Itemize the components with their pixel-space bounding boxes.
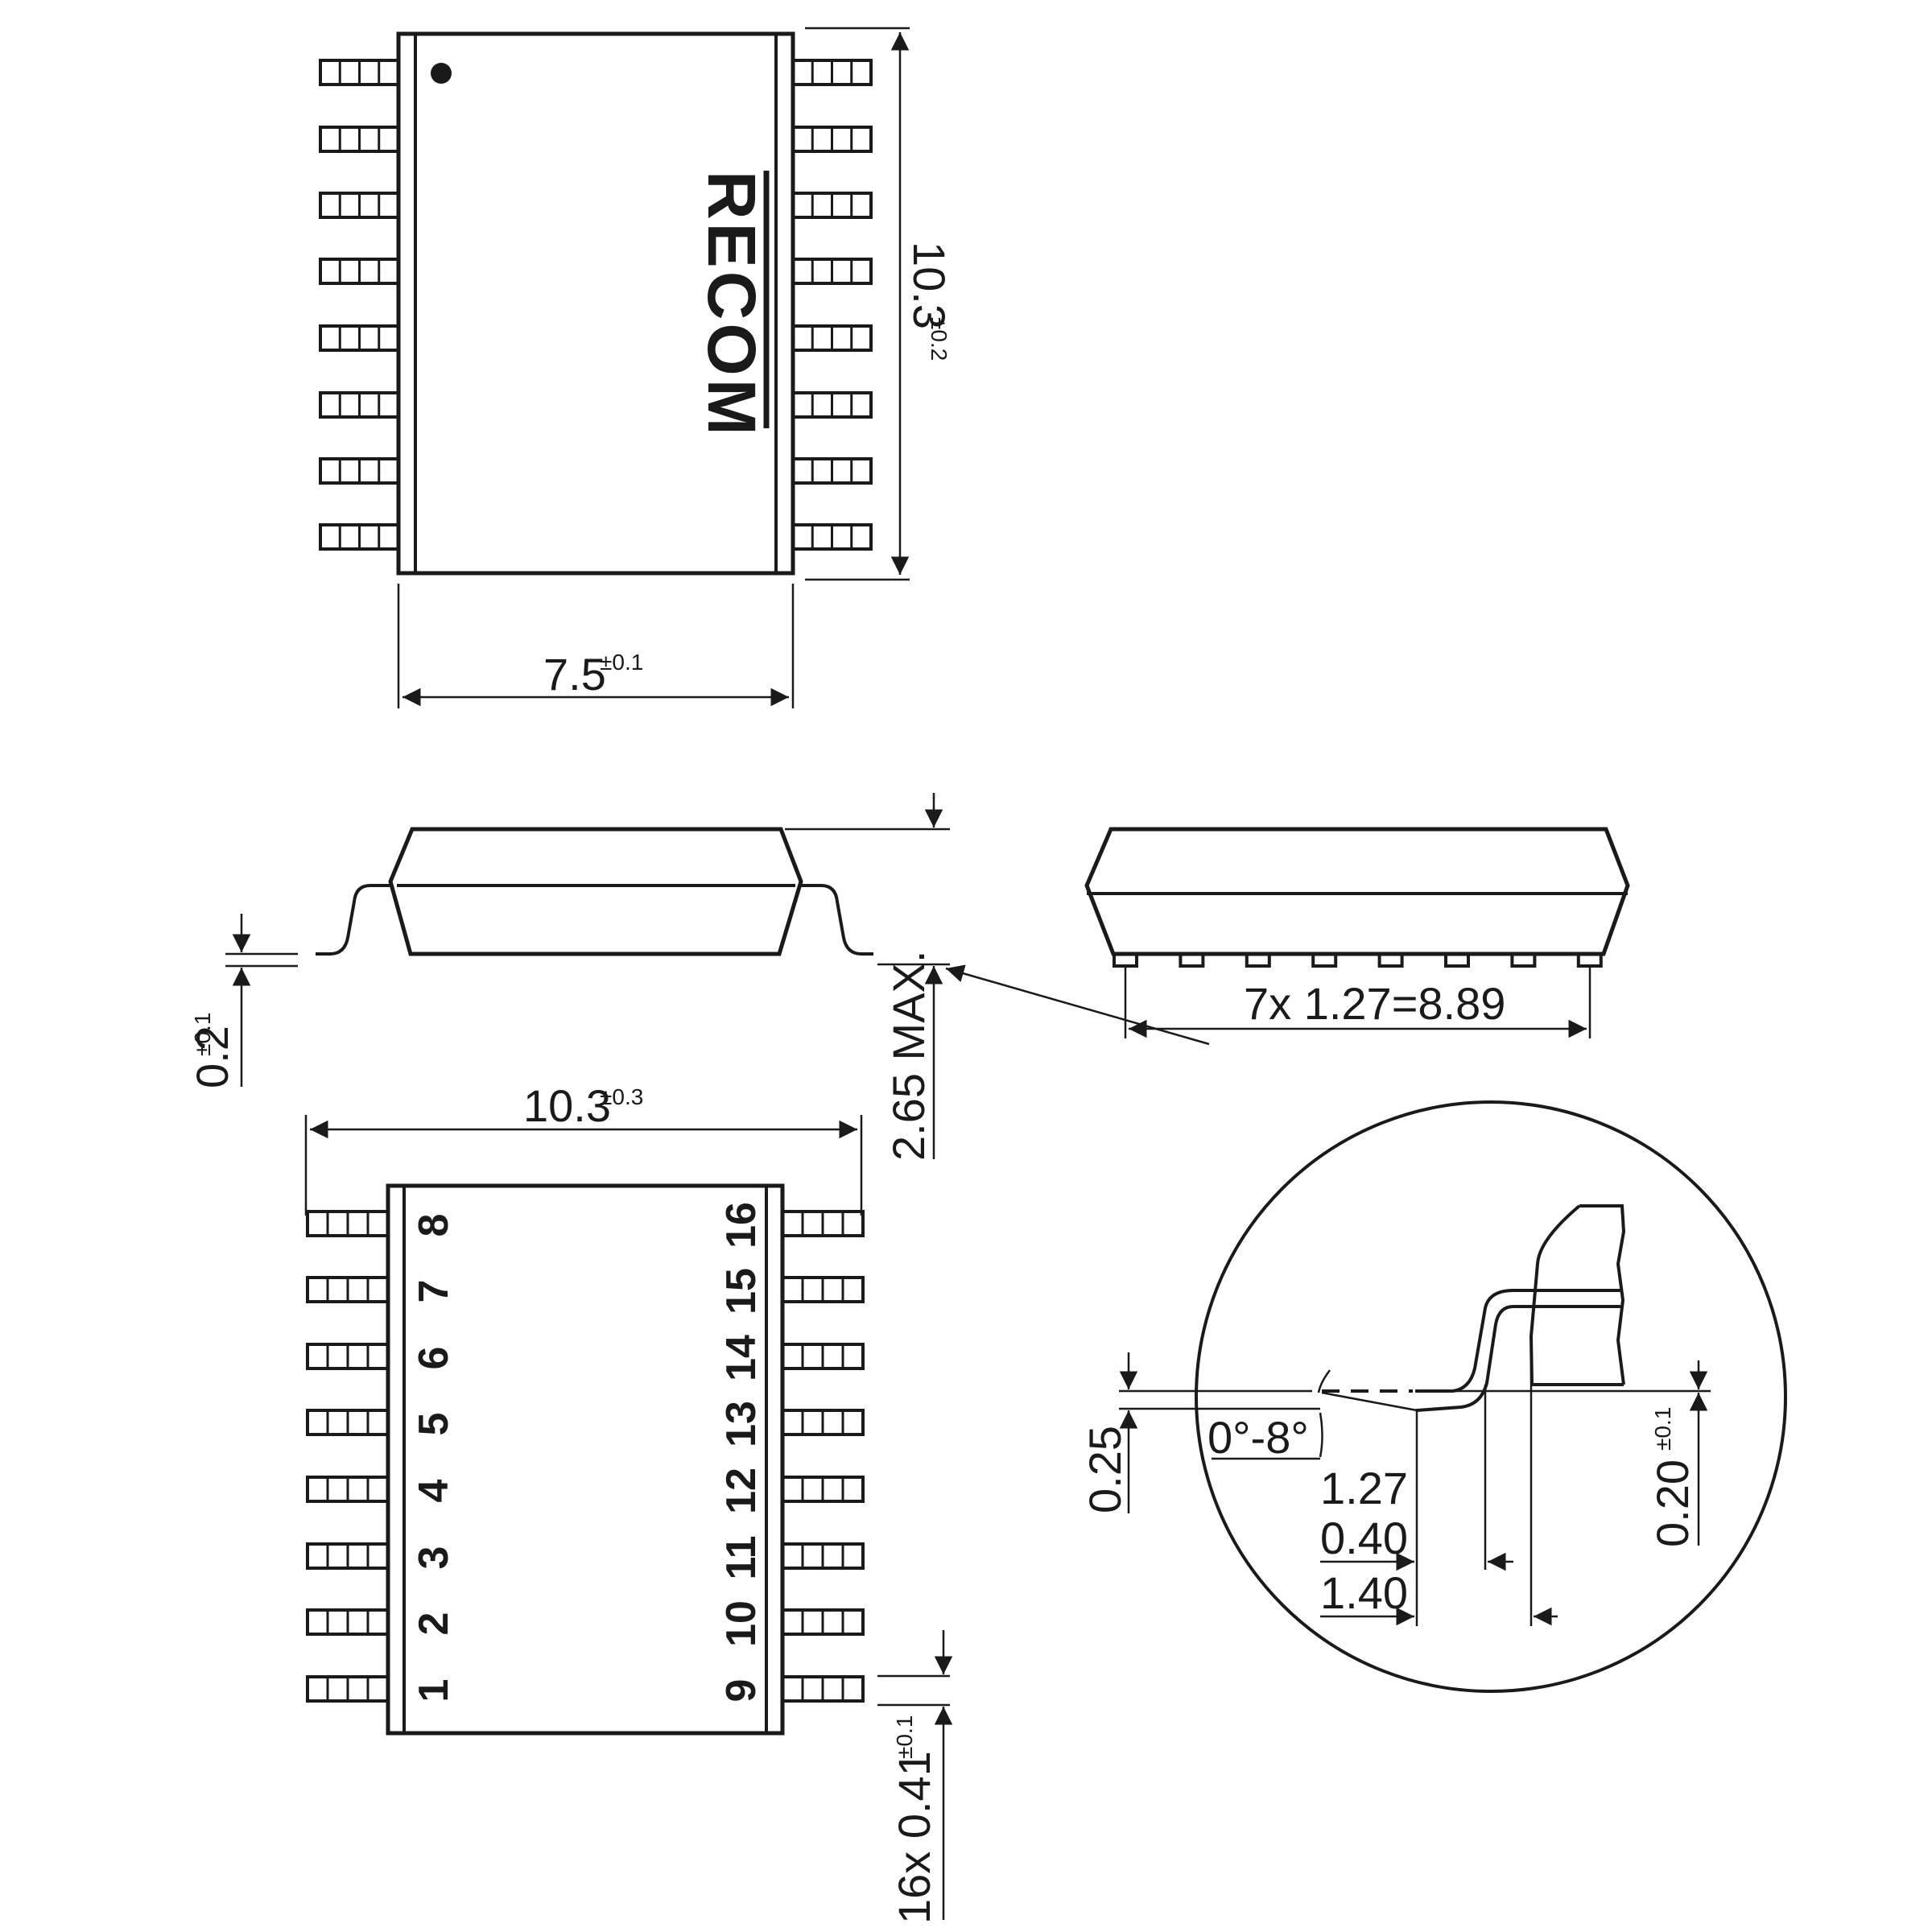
bottom-view: 8 7 6 5 4 3 2 1 16 15 14 13 12 11 10 9 10.3 ±0.3 16x 0.… — [304, 1080, 953, 1924]
pin-number-right: 9 — [718, 1679, 765, 1703]
bottom-right-pins — [781, 1210, 865, 1703]
pin-number-right: 15 — [718, 1268, 765, 1315]
detail-leader-arrow — [945, 964, 1210, 1046]
span-tol: ±0.3 — [600, 1084, 643, 1109]
end-body — [1084, 827, 1630, 956]
top-width-tol: ±0.1 — [600, 650, 643, 675]
pin-width-dim: 16x 0.41 — [889, 1751, 939, 1924]
lead-height-tol: ±0.1 — [1650, 1407, 1675, 1451]
recom-logo: RECOM — [694, 171, 770, 439]
pin-number-left: 2 — [411, 1612, 457, 1636]
bottom-pin-right — [781, 1210, 865, 1237]
top-pin-right — [791, 523, 873, 551]
top-pin-left — [319, 457, 400, 485]
side-lead-left — [316, 884, 390, 956]
bottom-pin-right — [781, 1542, 865, 1570]
pitch-dim: 7x 1.27=8.89 — [1244, 978, 1505, 1029]
pin-width-tol: ±0.1 — [892, 1715, 917, 1759]
top-left-pins — [319, 59, 400, 551]
standoff-dim: 0.2 — [187, 1026, 237, 1088]
detail-dim-2: 0.40 — [1320, 1513, 1408, 1563]
pin-number-left: 8 — [411, 1214, 457, 1237]
bottom-body — [386, 1183, 785, 1736]
pin-labels: 8 7 6 5 4 3 2 1 16 15 14 13 12 11 10 9 — [411, 1202, 765, 1702]
top-pin-left — [319, 391, 400, 419]
side-body — [388, 827, 803, 956]
bottom-pin-left — [306, 1343, 390, 1370]
bottom-pin-left — [306, 1476, 390, 1503]
pin-number-left: 6 — [411, 1347, 457, 1370]
top-pin-right — [791, 192, 873, 219]
pin1-marker-dot — [431, 63, 452, 84]
top-width-dim: 7.5 — [543, 649, 606, 700]
pin-number-left: 1 — [411, 1679, 457, 1703]
bottom-pin-left — [306, 1409, 390, 1436]
side-lead-right — [801, 884, 873, 956]
lead-thickness-dim: 0.25 — [1080, 1426, 1130, 1513]
top-pin-right — [791, 258, 873, 285]
pin-number-left: 7 — [411, 1280, 457, 1303]
top-body — [396, 31, 795, 576]
detail-lead — [1415, 1289, 1514, 1393]
bottom-pin-right — [781, 1476, 865, 1503]
bottom-pin-left — [306, 1276, 390, 1303]
height-max-dim: 2.65 MAX. — [883, 951, 934, 1161]
detail-circle — [1195, 1100, 1787, 1693]
bottom-left-pins — [306, 1210, 390, 1703]
top-pin-left — [319, 59, 400, 86]
pin-number-left: 4 — [411, 1479, 457, 1502]
bottom-pin-right — [781, 1409, 865, 1436]
detail-dim-1: 1.27 — [1320, 1463, 1408, 1513]
pin-number-right: 11 — [718, 1536, 765, 1580]
top-height-dim: 10.3 — [904, 242, 955, 329]
bottom-pin-left — [306, 1542, 390, 1570]
top-view: RECOM 10.3 ±0.2 7.5 ±0.1 — [319, 27, 955, 708]
top-pin-right — [791, 59, 873, 86]
top-pin-right — [791, 457, 873, 485]
top-pin-left — [319, 258, 400, 285]
top-pin-right — [791, 324, 873, 352]
pin-number-right: 10 — [718, 1600, 765, 1647]
detail-dim-3: 1.40 — [1320, 1567, 1408, 1618]
top-pin-right — [791, 391, 873, 419]
angle-dim: 0°-8° — [1208, 1412, 1309, 1463]
end-view: 7x 1.27=8.89 — [1084, 827, 1630, 1038]
top-pin-left — [319, 192, 400, 219]
top-pin-right — [791, 126, 873, 153]
side-view: 0.2 ±0.1 2.65 MAX. — [187, 793, 950, 1161]
pin-number-right: 16 — [718, 1202, 765, 1249]
bottom-pin-right — [781, 1276, 865, 1303]
pin-number-left: 5 — [411, 1413, 457, 1436]
detail-view: 0.25 0°-8° 1.27 0.40 1.40 0.20 ±0.1 — [945, 964, 1787, 1693]
bottom-pin-right — [781, 1675, 865, 1703]
bottom-pin-left — [306, 1675, 390, 1703]
top-right-pins — [791, 59, 873, 551]
lead-height-dim: 0.20 — [1647, 1459, 1698, 1547]
standoff-tol: ±0.1 — [190, 1013, 215, 1056]
top-height-tol: ±0.2 — [927, 317, 952, 361]
pin-number-left: 3 — [411, 1546, 457, 1570]
bottom-pin-left — [306, 1608, 390, 1636]
bottom-pin-right — [781, 1343, 865, 1370]
pin-number-right: 14 — [718, 1335, 765, 1381]
pin-number-right: 13 — [718, 1401, 765, 1447]
span-dim: 10.3 — [523, 1080, 611, 1131]
svg-text:RECOM: RECOM — [694, 171, 770, 439]
pin-number-right: 12 — [718, 1468, 765, 1514]
detail-body-cut — [1579, 1204, 1626, 1385]
top-pin-left — [319, 324, 400, 352]
bottom-pin-left — [306, 1210, 390, 1237]
bottom-pin-right — [781, 1608, 865, 1636]
top-pin-left — [319, 126, 400, 153]
top-pin-left — [319, 523, 400, 551]
